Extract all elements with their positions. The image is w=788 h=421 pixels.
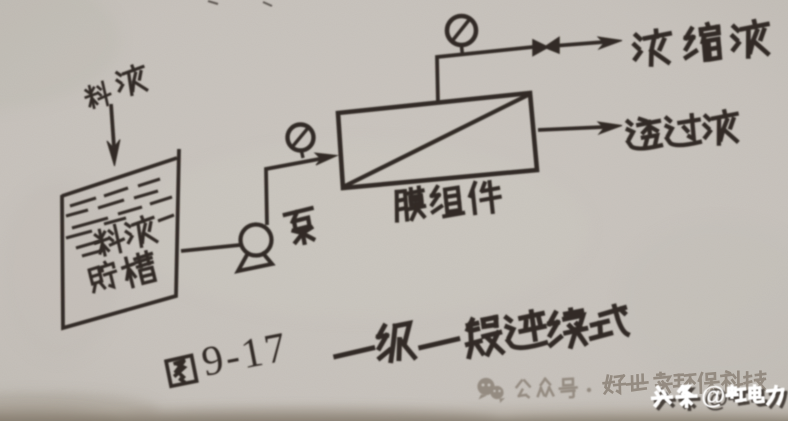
svg-text:@: @ [704,385,728,413]
svg-text:@: @ [701,382,725,410]
